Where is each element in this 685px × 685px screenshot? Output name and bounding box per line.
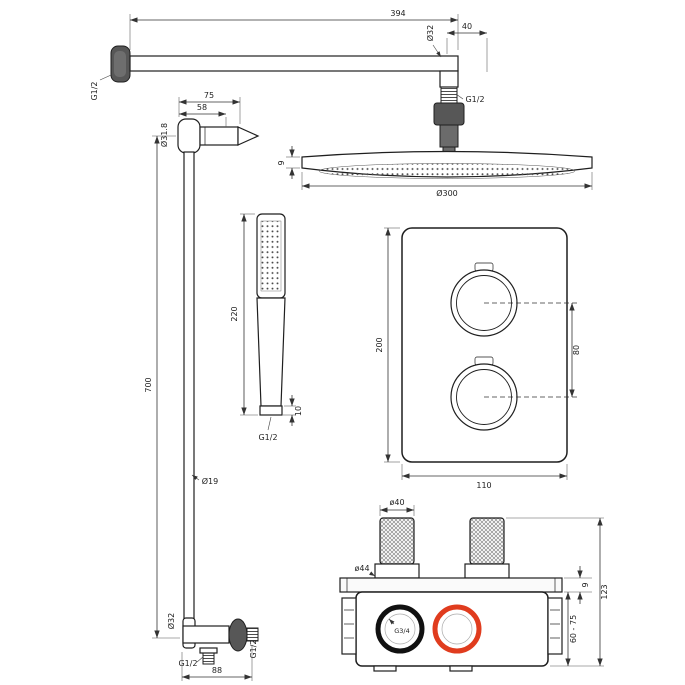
valve-height-label: 123 — [600, 584, 609, 599]
dim-handle-spacing: 80 — [569, 303, 581, 397]
elbow-width-label: 88 — [212, 666, 222, 675]
rail-tube — [183, 151, 195, 621]
inlet-port-right — [432, 604, 482, 654]
elbow-outlet-thread — [202, 652, 215, 665]
bracket-projection-label: 75 — [204, 91, 214, 100]
dim-arm-diameter: Ø32 — [425, 25, 442, 58]
knob-diameter-label: ø40 — [389, 498, 404, 507]
trim-plate — [401, 227, 568, 463]
right-foot — [449, 665, 473, 672]
dim-mounting-depth: 60 - 75 — [565, 592, 578, 666]
arm-wall-flange-face — [114, 51, 126, 77]
bracket-diameter-label: Ø31.8 — [159, 123, 169, 147]
right-mounting-ear — [547, 597, 563, 655]
label-arm-wall-thread: G1/2 — [90, 74, 112, 101]
dim-elbow-width: 88 — [181, 645, 253, 681]
mixer-trim-plate: 80 200 110 — [375, 227, 581, 490]
rail-bottom-elbow: Ø32 G1/2 G1/2 88 — [166, 613, 259, 681]
dim-handshower-outlet-height: 10 — [283, 395, 303, 426]
label-elbow-outlet-thread: G1/2 — [178, 656, 204, 668]
dim-arm-end-offset: 40 — [446, 22, 488, 72]
knob-base-diameter-label: ø44 — [354, 564, 369, 573]
label-inlet-thread: G3/4 — [388, 618, 410, 635]
arm-elbow — [439, 70, 459, 88]
inlet-port-right-inner — [441, 613, 473, 645]
dim-bracket-diameter: Ø31.8 — [159, 123, 169, 147]
dim-bracket-depth: 58 — [179, 103, 227, 127]
inlet-thread-label: G3/4 — [394, 627, 410, 635]
label-arm-outlet-thread: G1/2 — [455, 93, 485, 104]
dim-head-diameter: Ø300 — [301, 172, 593, 198]
dim-arm-length: 394 — [129, 9, 459, 50]
head-connector-upper — [433, 102, 465, 126]
handshower-length-label: 220 — [230, 306, 239, 321]
bracket-depth-label: 58 — [197, 103, 207, 112]
arm-end-offset-label: 40 — [462, 22, 472, 31]
dim-rail-diameter: Ø19 — [191, 474, 218, 486]
plate-height-label: 200 — [375, 337, 384, 352]
bracket-arm — [199, 126, 239, 146]
dim-plate-thickness: 9 — [564, 566, 592, 604]
dim-rail-length: 700 — [144, 135, 180, 639]
elbow-diameter-label: Ø32 — [166, 613, 176, 629]
left-mounting-ear — [341, 597, 357, 655]
handle-spacing-label: 80 — [572, 345, 581, 355]
dim-knob-base-diameter: ø44 — [354, 564, 376, 577]
elbow-wall-thread — [246, 627, 259, 642]
dim-valve-height: 123 — [506, 517, 609, 667]
inlet-port-left — [375, 604, 425, 654]
mounting-plate — [339, 577, 563, 593]
handshower-thread-label: G1/2 — [258, 433, 277, 442]
left-knob-collar — [374, 563, 420, 579]
arm-length-label: 394 — [390, 9, 405, 18]
arm-outlet-thread — [440, 86, 458, 104]
handshower-handle — [256, 297, 286, 407]
right-valve-knob — [469, 517, 505, 565]
slide-rail: 700 Ø19 — [144, 135, 218, 639]
label-handshower-thread: G1/2 — [258, 416, 278, 442]
inlet-port-left-inner — [384, 613, 416, 645]
elbow-outlet-thread-label: G1/2 — [178, 659, 197, 668]
head-diameter-label: Ø300 — [436, 188, 458, 198]
right-knob-collar — [464, 563, 510, 579]
bracket-wall-pin — [237, 126, 260, 146]
handshower-spray-face — [260, 220, 282, 292]
label-elbow-wall-thread: G1/2 — [249, 639, 258, 658]
left-valve-knob — [379, 517, 415, 565]
rail-diameter-label: Ø19 — [202, 476, 218, 486]
arm-diameter-label: Ø32 — [425, 25, 435, 41]
elbow-horizontal — [182, 625, 230, 644]
dim-plate-height: 200 — [375, 227, 400, 463]
arm-wall-thread-label: G1/2 — [90, 81, 99, 100]
elbow-wall-thread-label: G1/2 — [249, 639, 258, 658]
dim-handshower-length: 220 — [230, 213, 258, 416]
dim-head-thickness: 9 — [277, 146, 300, 179]
bracket-sleeve — [177, 118, 201, 154]
rail-length-label: 700 — [144, 377, 153, 392]
arm-outlet-thread-label: G1/2 — [465, 95, 484, 104]
dim-elbow-diameter: Ø32 — [166, 613, 176, 629]
handshower-outlet-height-label: 10 — [294, 406, 303, 416]
shower-arm-tube — [129, 55, 459, 72]
dim-knob-diameter: ø40 — [379, 498, 415, 516]
wall-bracket: 75 58 Ø31.8 — [159, 91, 260, 154]
concealed-valve-body: G3/4 ø40 ø44 9 60 - 75 123 — [339, 498, 609, 672]
dim-plate-width: 110 — [401, 464, 568, 490]
mounting-depth-label: 60 - 75 — [569, 615, 578, 643]
hand-shower: 220 10 G1/2 — [230, 213, 303, 442]
elbow-outlet-collar — [199, 647, 218, 654]
handshower-outlet — [259, 405, 283, 416]
head-thickness-label: 9 — [277, 160, 286, 165]
shower-head-spray-face — [318, 163, 576, 179]
left-foot — [373, 665, 397, 672]
head-connector-lower — [439, 124, 459, 148]
shower-arm-assembly: 394 Ø32 40 G1/2 G1/2 — [90, 9, 488, 158]
elbow-wall-flange — [228, 618, 248, 652]
plate-thickness-label: 9 — [581, 582, 590, 587]
plate-width-label: 110 — [476, 481, 491, 490]
rain-shower-head: 9 Ø300 — [277, 146, 593, 198]
